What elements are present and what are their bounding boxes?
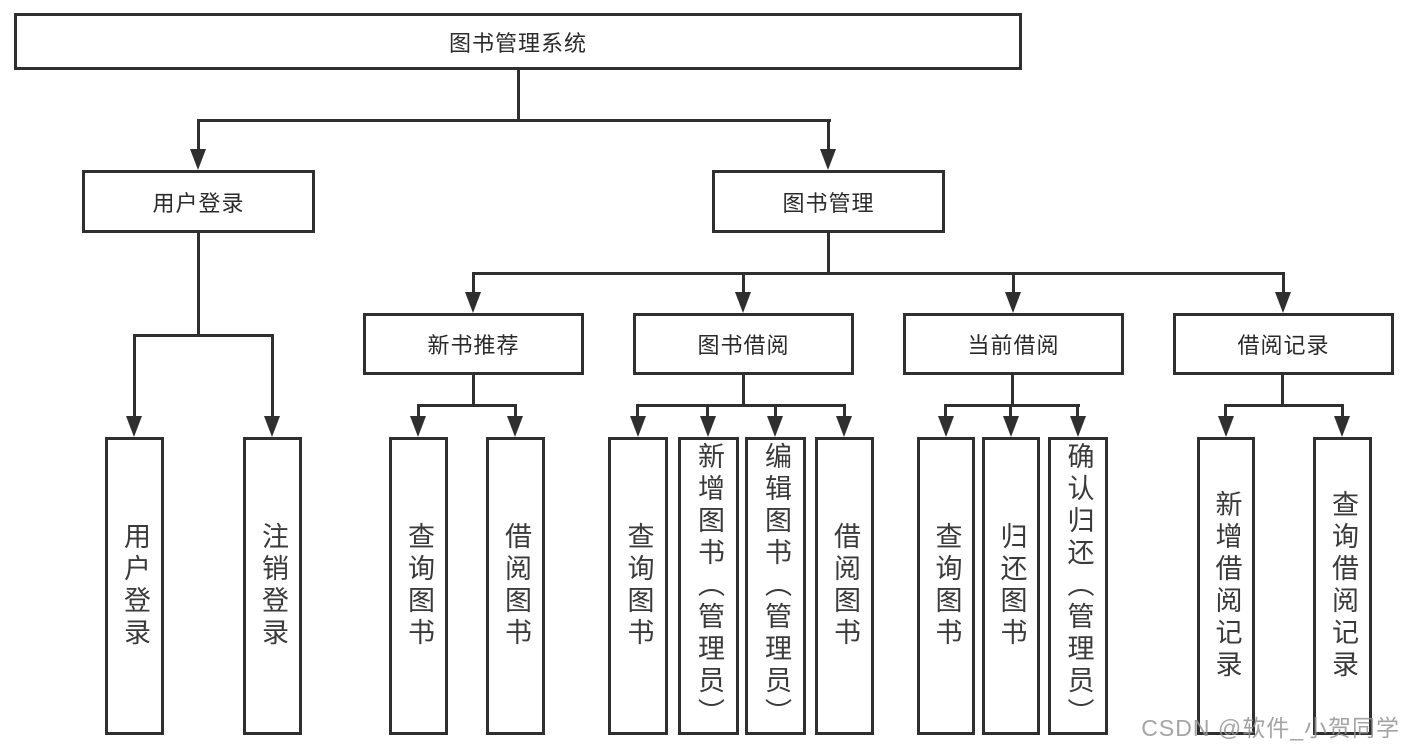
node-book-borrow-label: 图书借阅 (697, 333, 790, 358)
leaf-current-confirm-return-admin: 确认归还（管理员） (1048, 437, 1108, 735)
node-book-management-label: 图书管理 (782, 190, 875, 216)
leaf-records-query-record-label: 查询借阅记录 (1328, 490, 1358, 682)
arrow-down-icon (507, 416, 523, 437)
connector-line (1009, 404, 1012, 418)
arrow-down-icon (735, 292, 751, 313)
connector-line (827, 119, 830, 152)
leaf-borrow-edit-books-admin-label: 编辑图书（管理员） (761, 442, 791, 730)
arrow-down-icon (836, 416, 852, 437)
leaf-user-login: 用户登录 (105, 437, 164, 735)
node-user-login-label: 用户登录 (152, 190, 245, 216)
connector-line (133, 334, 136, 418)
arrow-down-icon (700, 416, 716, 437)
leaf-current-query-books: 查询图书 (917, 437, 975, 735)
connector-line (417, 404, 516, 407)
connector-line (1076, 404, 1079, 418)
connector-line (843, 404, 846, 418)
arrow-down-icon (1005, 292, 1021, 313)
node-book-borrow: 图书借阅 (633, 313, 854, 375)
connector-line (133, 334, 274, 337)
arrow-down-icon (126, 416, 142, 437)
connector-line (197, 119, 831, 122)
node-borrow-records: 借阅记录 (1173, 313, 1394, 375)
watermark: CSDN @软件_小贺同学 (1141, 715, 1400, 741)
connector-line (944, 404, 1080, 407)
connector-line (1224, 404, 1344, 407)
connector-line (1281, 375, 1284, 407)
connector-line (636, 404, 846, 407)
connector-line (472, 272, 475, 295)
connector-line (1011, 375, 1014, 407)
arrow-down-icon (1275, 292, 1291, 313)
leaf-records-query-record: 查询借阅记录 (1313, 437, 1372, 735)
leaf-newbook-borrow-books-label: 借阅图书 (501, 522, 531, 650)
arrow-down-icon (190, 149, 206, 170)
leaf-logout-label: 注销登录 (258, 522, 288, 650)
leaf-borrow-add-books-admin-label: 新增图书（管理员） (694, 442, 724, 730)
leaf-current-query-books-label: 查询图书 (931, 522, 962, 650)
node-root: 图书管理系统 (14, 13, 1022, 70)
node-current-borrow: 当前借阅 (903, 313, 1124, 375)
connector-line (742, 375, 745, 407)
arrow-down-icon (1334, 416, 1350, 437)
leaf-current-return-books-label: 归还图书 (996, 522, 1027, 650)
leaf-newbook-borrow-books: 借阅图书 (486, 437, 545, 735)
leaf-borrow-query-books-label: 查询图书 (623, 522, 654, 650)
node-new-book-recommend: 新书推荐 (363, 313, 584, 375)
connector-line (944, 404, 947, 418)
arrow-down-icon (1003, 416, 1019, 437)
connector-line (742, 272, 745, 295)
leaf-user-login-label: 用户登录 (120, 522, 150, 650)
connector-line (197, 233, 200, 337)
leaf-current-confirm-return-admin-label: 确认归还（管理员） (1063, 442, 1094, 730)
leaf-records-add-record: 新增借阅记录 (1197, 437, 1255, 735)
leaf-newbook-query-books: 查询图书 (389, 437, 448, 735)
arrow-down-icon (410, 416, 426, 437)
node-user-login: 用户登录 (82, 170, 315, 233)
connector-line (1282, 272, 1285, 295)
connector-line (417, 404, 420, 418)
node-borrow-records-label: 借阅记录 (1237, 333, 1330, 358)
leaf-borrow-query-books: 查询图书 (608, 437, 668, 735)
leaf-borrow-borrow-books-label: 借阅图书 (830, 522, 860, 650)
leaf-records-add-record-label: 新增借阅记录 (1211, 490, 1242, 682)
connector-line (514, 404, 517, 418)
arrow-down-icon (1070, 416, 1086, 437)
connector-line (1012, 272, 1015, 295)
connector-line (1224, 404, 1227, 418)
arrow-down-icon (1218, 416, 1234, 437)
leaf-logout: 注销登录 (243, 437, 302, 735)
connector-line (472, 375, 475, 407)
arrow-down-icon (264, 416, 280, 437)
node-root-label: 图书管理系统 (448, 30, 587, 56)
connector-line (706, 404, 709, 418)
leaf-borrow-borrow-books: 借阅图书 (815, 437, 874, 735)
connector-line (827, 233, 830, 275)
connector-line (636, 404, 639, 418)
connector-line (517, 70, 520, 121)
node-new-book-recommend-label: 新书推荐 (427, 333, 520, 358)
arrow-down-icon (465, 292, 481, 313)
node-current-borrow-label: 当前借阅 (967, 333, 1060, 358)
leaf-current-return-books: 归还图书 (982, 437, 1040, 735)
arrow-down-icon (820, 149, 836, 170)
connector-line (1341, 404, 1344, 418)
leaf-borrow-edit-books-admin: 编辑图书（管理员） (745, 437, 806, 735)
connector-line (472, 272, 1285, 275)
connector-line (774, 404, 777, 418)
arrow-down-icon (767, 416, 783, 437)
connector-line (197, 119, 200, 152)
leaf-newbook-query-books-label: 查询图书 (404, 522, 434, 650)
arrow-down-icon (938, 416, 954, 437)
node-book-management: 图书管理 (712, 170, 945, 233)
leaf-borrow-add-books-admin: 新增图书（管理员） (678, 437, 739, 735)
arrow-down-icon (630, 416, 646, 437)
connector-line (271, 334, 274, 418)
